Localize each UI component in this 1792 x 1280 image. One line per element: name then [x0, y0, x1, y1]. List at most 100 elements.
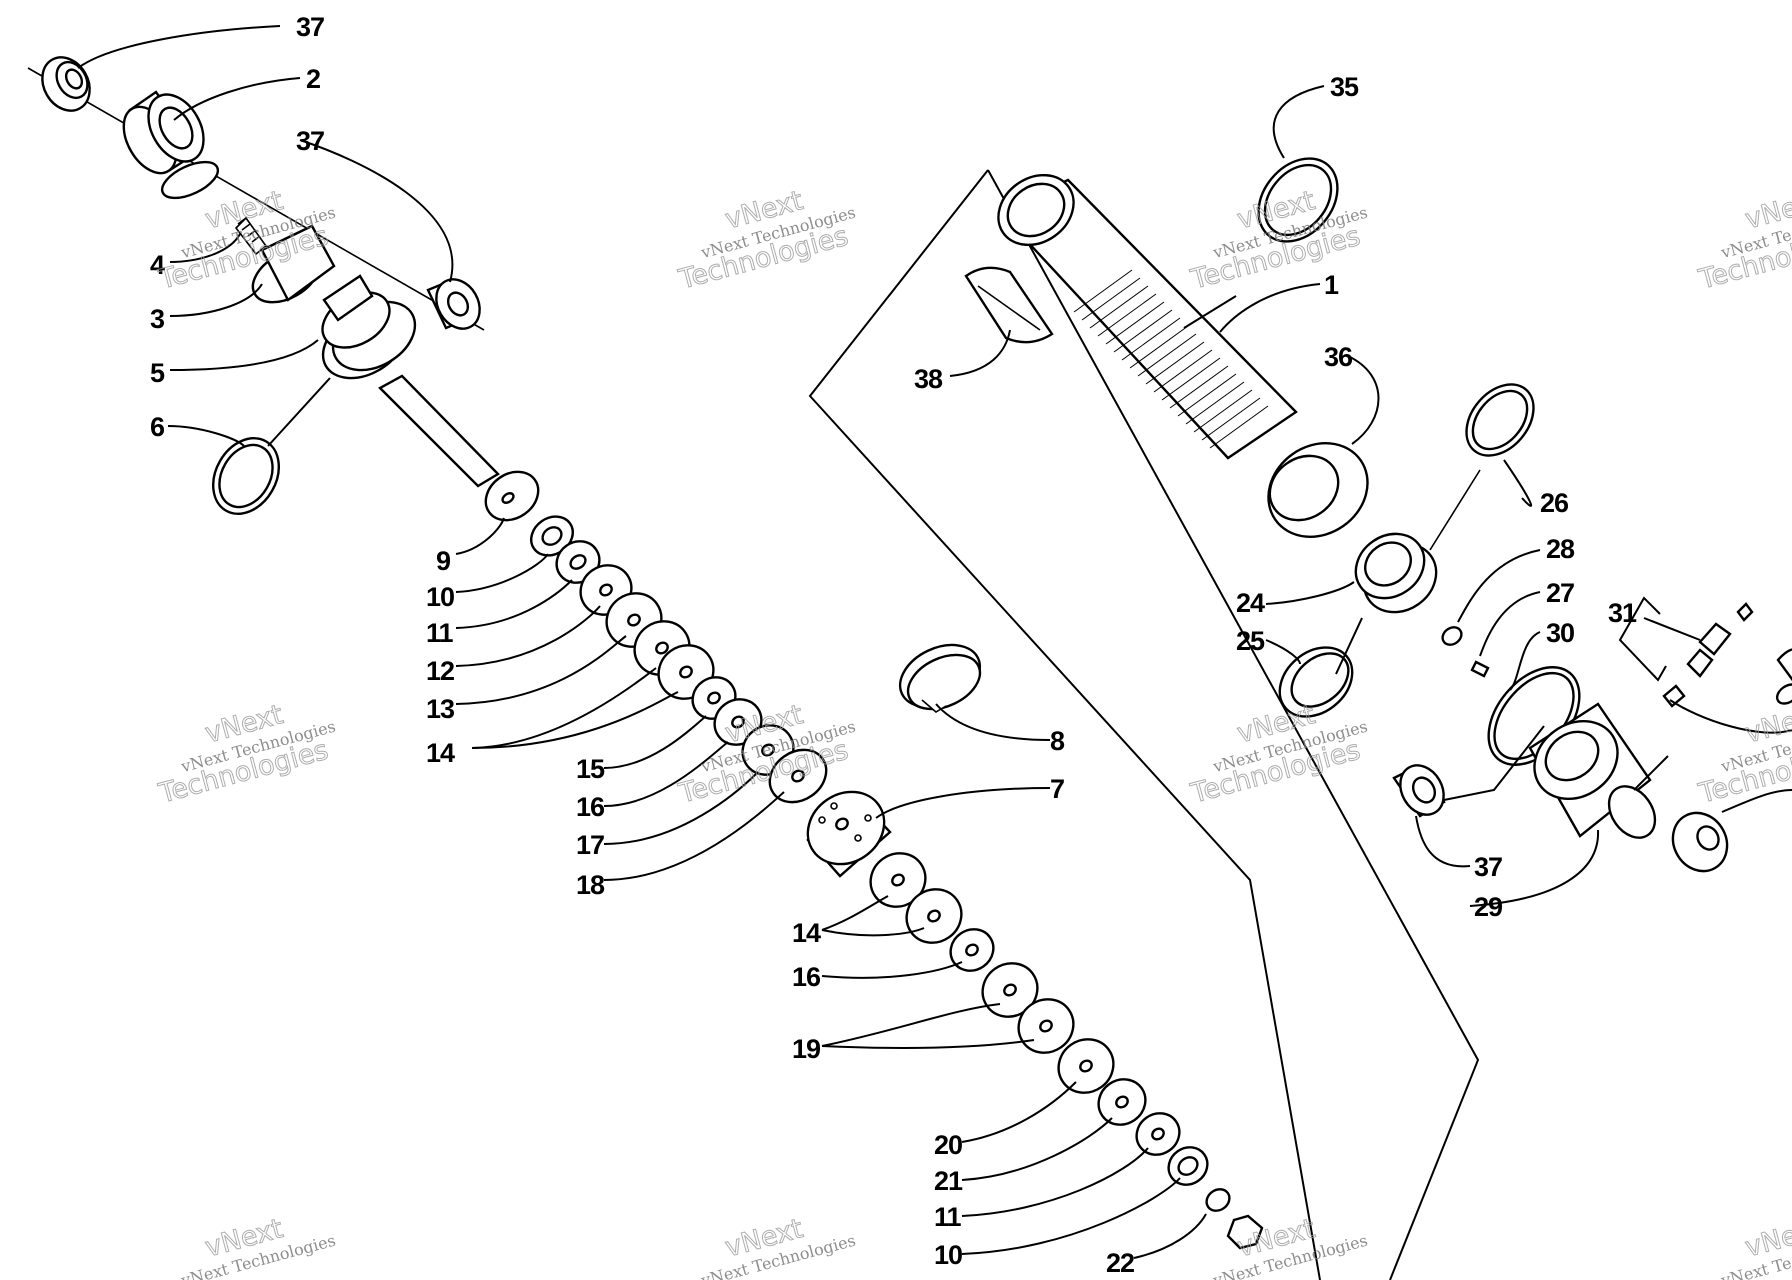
leader-31-bottom [1669, 699, 1792, 734]
callout-29: 29 [1474, 892, 1503, 922]
leader-14b-lower [821, 927, 925, 937]
callout-37-mid: 37 [296, 126, 324, 156]
leader-26 [1503, 459, 1532, 507]
callout-11-lower: 11 [934, 1202, 962, 1232]
callout-38: 38 [914, 364, 943, 394]
callout-28: 28 [1546, 534, 1575, 564]
part-11-washer-lower [1135, 1112, 1181, 1156]
callout-37-top: 37 [296, 12, 324, 42]
callout-17: 17 [576, 830, 604, 860]
leader-16-lower [821, 961, 963, 979]
leader-17 [603, 771, 759, 845]
leader-10-upper [455, 553, 549, 593]
callout-13: 13 [426, 694, 455, 724]
part-7-piston [806, 790, 892, 878]
part-1-shock-body [997, 173, 1298, 460]
callout-24: 24 [1236, 588, 1265, 618]
leader-38 [949, 329, 1011, 377]
leader-6-to-shaft [267, 377, 331, 447]
part-14-washers-lower [869, 852, 963, 944]
part-37-bushing-right [1671, 811, 1729, 873]
watermark-11: vNext vNext Technologies [1210, 1213, 1369, 1280]
watermark-12: vNext vNext Technologies [1718, 1213, 1792, 1280]
kit-boundary-left [808, 169, 1321, 1280]
part-31-valve [1662, 602, 1792, 708]
part-24-cap [1354, 532, 1438, 614]
callout-4: 4 [150, 250, 165, 280]
leader-37-top [77, 25, 281, 69]
leader-3 [169, 283, 263, 317]
part-25-clip [1278, 646, 1354, 718]
leader-4 [169, 233, 241, 263]
leader-1-axis [1183, 295, 1237, 329]
leader-14a-upper [471, 667, 657, 749]
leader-37-mid [299, 139, 454, 283]
leader-12 [455, 605, 601, 667]
watermark-2: vNext vNext Technologies Technologies [675, 185, 858, 297]
part-26-ring [1465, 383, 1535, 457]
leader-18 [603, 791, 785, 881]
part-26-leader-axis [1429, 469, 1481, 551]
callout-16-lower: 16 [792, 962, 821, 992]
leader-25 [1265, 639, 1301, 665]
part-10-washer-lower [1167, 1146, 1209, 1186]
leader-29-axis [1633, 755, 1669, 791]
leader-10-lower [961, 1177, 1181, 1255]
leader-2 [173, 77, 301, 121]
callout-14-lower: 14 [792, 918, 821, 948]
part-6-o-ring [212, 437, 280, 515]
part-21-washer [1097, 1078, 1147, 1126]
callout-21: 21 [934, 1166, 963, 1196]
leader-14a-lower [821, 895, 889, 931]
part-37-bushing-top [41, 56, 91, 112]
callout-10-upper: 10 [426, 582, 454, 612]
callout-14-upper: 14 [426, 738, 455, 768]
leader-29 [1469, 829, 1600, 907]
leader-22 [1133, 1213, 1207, 1259]
part-20-washer [1057, 1038, 1115, 1094]
callout-labels: 37 2 37 4 3 5 6 9 10 11 12 13 14 15 16 1… [150, 12, 1638, 1278]
leader-25-axis [1335, 617, 1363, 675]
leader-35 [1272, 85, 1325, 159]
leader-21 [961, 1117, 1113, 1181]
leader-19b [821, 1039, 1035, 1049]
leader-11-upper [455, 579, 573, 629]
part-22-nut [1205, 1188, 1264, 1250]
leader-28 [1457, 549, 1541, 623]
callout-15: 15 [576, 754, 605, 784]
watermark-6: vNext vNext Technologies Technologies [675, 699, 858, 811]
part-37-bushing-lower [1392, 764, 1446, 818]
callout-36: 36 [1324, 342, 1353, 372]
part-16-washer-lower [949, 928, 995, 972]
leader-14b-upper [471, 691, 679, 749]
part-38-sleeve [964, 266, 1054, 344]
leader-7 [875, 787, 1051, 819]
callout-26: 26 [1540, 488, 1569, 518]
callout-37-lower: 37 [1474, 852, 1502, 882]
leader-24 [1265, 581, 1355, 605]
part-2-bearing [122, 90, 220, 200]
callout-12: 12 [426, 656, 454, 686]
leader-11-lower [961, 1147, 1149, 1217]
callout-9: 9 [436, 546, 451, 576]
leader-16-upper [603, 741, 729, 807]
watermark-9: vNext vNext Technologies [178, 1213, 337, 1280]
callout-27: 27 [1546, 578, 1574, 608]
part-3-cap [251, 224, 336, 304]
callout-25: 25 [1236, 626, 1265, 656]
callout-7: 7 [1050, 774, 1064, 804]
leader-31-top [1643, 617, 1701, 641]
callout-5: 5 [150, 358, 165, 388]
leader-27 [1479, 591, 1541, 657]
leader-9 [455, 517, 505, 555]
leader-19a [821, 1003, 1001, 1047]
part-28-small-ring [1441, 626, 1463, 646]
leader-1 [1219, 283, 1321, 333]
leader-30 [1509, 631, 1541, 691]
callout-3: 3 [150, 304, 165, 334]
upper-eyelet-axis-line [27, 67, 485, 331]
callout-11-upper: 11 [426, 618, 454, 648]
leader-36 [1347, 355, 1380, 445]
callout-6: 6 [150, 412, 165, 442]
